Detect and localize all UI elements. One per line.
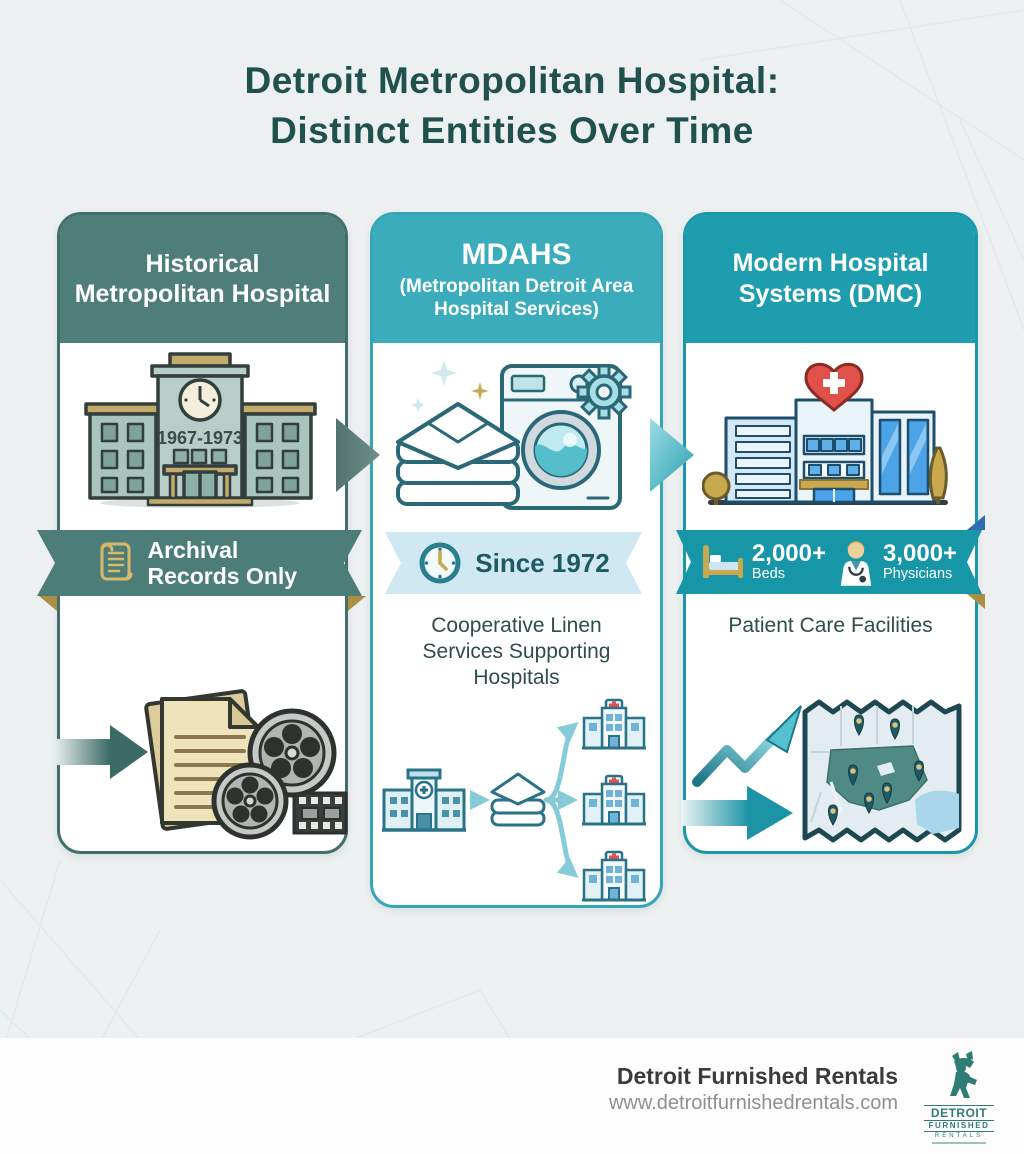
flow-arrow-icon: [650, 418, 694, 492]
arrow-right-icon: [54, 725, 148, 779]
footer: Detroit Furnished Rentals www.detroitfur…: [0, 1038, 1024, 1154]
since-1972-banner: Since 1972: [385, 532, 642, 594]
gear-icon: [576, 364, 632, 420]
sparkle-icon: [411, 360, 489, 412]
card-mdahs-header: MDAHS (Metropolitan Detroit Area Hospita…: [373, 215, 660, 343]
page-title: Detroit Metropolitan Hospital: Distinct …: [0, 56, 1024, 156]
card-mdahs-subtitle: (Metropolitan Detroit Area Hospital Serv…: [399, 275, 634, 320]
clock-icon: [417, 540, 463, 586]
vintage-hospital-building-icon: 1967-1973: [84, 352, 317, 508]
card-dmc-header: Modern Hospital Systems (DMC): [686, 215, 975, 343]
film-strip-icon: [292, 791, 348, 835]
website-url: www.detroitfurnishedrentals.com: [608, 1092, 898, 1114]
beds-label: Beds: [751, 566, 785, 582]
beds-value: 2,000+: [751, 540, 826, 567]
physicians-stat: 3,000+ Physicians: [836, 538, 957, 586]
heart-cross-emblem: [804, 362, 864, 412]
archive-documents-and-film-reels-illustration: [54, 689, 348, 840]
card-historical: Historical Metropolitan Hospital: [54, 212, 366, 854]
since-banner-label: Since 1972: [475, 547, 610, 578]
service-map: [802, 699, 962, 843]
card-mdahs: MDAHS (Metropolitan Detroit Area Hospita…: [370, 212, 663, 908]
client-hospital-icon: [580, 774, 648, 826]
tree-icon: [702, 446, 948, 505]
physicians-value: 3,000+: [883, 540, 958, 567]
card-dmc: Modern Hospital Systems (DMC): [683, 212, 985, 854]
title-line-2: Distinct Entities Over Time: [270, 110, 754, 151]
logo-line-2: FURNISHED: [924, 1120, 994, 1132]
archival-records-banner: Archival Records Only: [37, 530, 362, 596]
brand-name: Detroit Furnished Rentals: [616, 1063, 898, 1089]
footer-text: Detroit Furnished Rentals www.detroitfur…: [609, 1062, 898, 1116]
client-hospital-icon: [580, 698, 648, 750]
logo-tagline-rule: [932, 1142, 986, 1144]
linens-and-washing-machine-icon: [396, 360, 632, 510]
years-label: 1967-1973: [157, 428, 243, 448]
card-mdahs-title: MDAHS: [461, 237, 572, 271]
folded-towels-icon: [396, 402, 520, 506]
dmc-description: Patient Care Facilities: [728, 614, 933, 637]
brand-logo: DETROIT FURNISHED RENTALS: [924, 1050, 994, 1144]
flow-arrow-icon: [336, 418, 380, 492]
mdahs-description: Cooperative Linen Services Supporting Ho…: [422, 614, 611, 689]
clock-face: [178, 378, 222, 422]
card-dmc-title: Modern Hospital Systems (DMC): [732, 249, 929, 308]
linen-distribution-diagram: [382, 698, 648, 902]
client-hospital-icon: [580, 850, 648, 902]
title-line-1: Detroit Metropolitan Hospital:: [244, 60, 780, 101]
physicians-label: Physicians: [883, 566, 953, 582]
logo-line-1: DETROIT: [924, 1105, 994, 1120]
logo-line-3: RENTALS: [934, 1133, 984, 1139]
arrow-right-icon: [681, 786, 793, 840]
archival-banner-label: Archival Records Only: [147, 537, 298, 589]
card-historical-title: Historical Metropolitan Hospital: [74, 250, 331, 308]
modern-hospital-building-icon: [702, 362, 948, 505]
bed-icon: [701, 544, 745, 580]
growth-arrow-and-service-map-illustration: [681, 699, 962, 843]
beds-stat: 2,000+ Beds: [701, 541, 826, 583]
source-hospital-icon: [382, 768, 466, 832]
stats-banner: 2,000+ Beds 3,000+ Physicians: [676, 530, 982, 594]
growth-arrow-icon: [692, 705, 802, 787]
film-reel-icon: [211, 762, 289, 840]
distribution-arrows: [469, 722, 579, 878]
mover-figure-icon: [950, 1051, 977, 1098]
linen-stack-icon: [490, 772, 546, 827]
scroll-icon: [94, 539, 136, 587]
doctor-icon: [836, 538, 876, 586]
card-historical-header: Historical Metropolitan Hospital: [60, 215, 345, 343]
